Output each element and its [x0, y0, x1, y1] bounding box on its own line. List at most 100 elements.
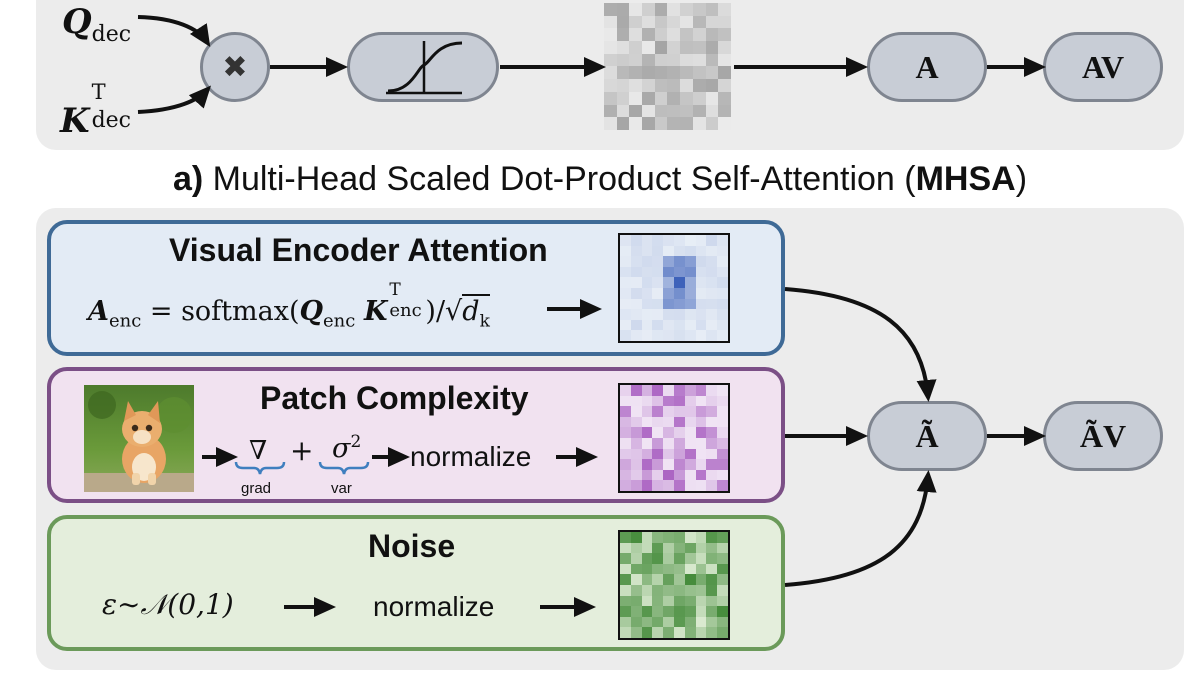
heatmap-cell	[706, 469, 718, 481]
heatmap-cell	[620, 416, 631, 428]
heatmap-cell	[680, 28, 693, 42]
heatmap-cell	[616, 117, 630, 130]
heatmap-cell	[641, 459, 653, 470]
heatmap-cell	[630, 235, 642, 246]
multiply-icon: ✖	[222, 49, 248, 85]
heatmap-cell	[630, 480, 642, 491]
q-symbol: Q	[62, 2, 92, 42]
heatmap-cell	[642, 79, 655, 92]
heatmap-cell	[692, 53, 706, 67]
inline-arrows	[202, 299, 602, 617]
heatmap-cell	[620, 459, 631, 470]
heatmap-cell	[692, 41, 706, 54]
heatmap-cell	[684, 245, 696, 257]
heatmap-cell	[695, 595, 707, 607]
heatmap-cell	[705, 117, 719, 130]
heatmap-cell	[674, 542, 685, 554]
heatmap-cell	[717, 438, 728, 449]
heatmap-cell	[663, 385, 674, 396]
heatmap-cell	[652, 245, 664, 257]
heatmap-cell	[652, 277, 664, 288]
heatmap-cell	[674, 585, 685, 596]
heatmap-cell	[620, 288, 631, 299]
heatmap-cell	[620, 309, 631, 320]
heatmap-cell	[616, 3, 630, 16]
heatmap-cell	[717, 616, 728, 628]
heatmap-cell	[674, 616, 685, 628]
heatmap-cell	[684, 627, 696, 638]
heatmap-cell	[630, 385, 642, 396]
heatmap-cell	[620, 427, 631, 438]
heatmap-cell	[706, 416, 718, 428]
heatmap-cell	[604, 3, 617, 16]
heatmap-cell	[629, 66, 643, 80]
node-av-label: AV	[1081, 48, 1125, 85]
heatmap-cell	[630, 595, 642, 607]
heatmap-cell	[642, 28, 655, 42]
heatmap-cell	[705, 79, 719, 92]
heatmap-cell	[663, 330, 674, 341]
heatmap-cell	[717, 563, 728, 575]
heatmap-cell	[642, 3, 655, 16]
heatmap-cell	[695, 606, 707, 617]
heatmap-cell	[695, 277, 707, 288]
heatmap-cell	[663, 406, 674, 417]
heatmap-cell	[629, 79, 643, 92]
noise-normalize-label: normalize	[373, 591, 495, 622]
heatmap-cell	[652, 616, 664, 628]
heatmap-cell	[667, 79, 681, 92]
heatmap-cell	[641, 298, 653, 310]
heatmap-cell	[706, 235, 718, 246]
heatmap-cell	[680, 41, 693, 54]
heatmap-cell	[620, 277, 631, 288]
heatmap-cell	[620, 595, 631, 607]
heatmap-cell	[630, 256, 642, 267]
heatmap-cell	[620, 574, 631, 585]
heatmap-cell	[642, 41, 655, 54]
heatmap-cell	[641, 309, 653, 320]
var-label: var	[331, 480, 352, 497]
heatmap-cell	[663, 427, 674, 438]
heatmap-cell	[641, 266, 653, 278]
heatmap-cell	[641, 448, 653, 460]
node-a-label: A	[915, 48, 939, 85]
heatmap-cell	[620, 256, 631, 267]
heatmap-cell	[684, 553, 696, 564]
heatmap-cell	[705, 104, 719, 118]
heatmap-cell	[674, 480, 685, 491]
k-superscript: T	[91, 80, 106, 104]
heatmap-cell	[692, 15, 706, 29]
heatmap-cell	[652, 266, 664, 278]
heatmap-cell	[642, 117, 655, 130]
heatmap-cell	[717, 256, 728, 267]
sigma-symbol: σ	[332, 433, 351, 464]
sigma-squared: σ2	[332, 432, 361, 464]
heatmap-cell	[706, 319, 718, 331]
heatmap-cell	[630, 416, 642, 428]
heatmap-cell	[642, 66, 655, 80]
heatmap-cell	[652, 585, 664, 596]
heatmap-cell	[717, 330, 728, 341]
heatmap-cell	[674, 595, 685, 607]
heatmap-cell	[718, 104, 731, 118]
heatmap-cell	[684, 266, 696, 278]
heatmap-cell	[620, 585, 631, 596]
heatmap-cell	[717, 235, 728, 246]
heatmap-cell	[604, 104, 617, 118]
sigmoid-icon	[386, 41, 463, 95]
heatmap-cell	[717, 585, 728, 596]
heatmap-cell	[630, 627, 642, 638]
heatmap-cell	[652, 395, 664, 407]
softmax-node	[347, 32, 499, 102]
heatmap-cell	[717, 385, 728, 396]
heatmap-cell	[663, 532, 674, 543]
heatmap-cell	[663, 616, 674, 628]
heatmap-cell	[695, 427, 707, 438]
heatmap-cell	[718, 28, 731, 42]
heatmap-cell	[620, 542, 631, 554]
heatmap-cell	[684, 585, 696, 596]
heatmap-cell	[684, 395, 696, 407]
plus-symbol: +	[290, 434, 314, 467]
node-av-tilde-label: ÃV	[1079, 417, 1127, 454]
heatmap-cell	[604, 79, 617, 92]
